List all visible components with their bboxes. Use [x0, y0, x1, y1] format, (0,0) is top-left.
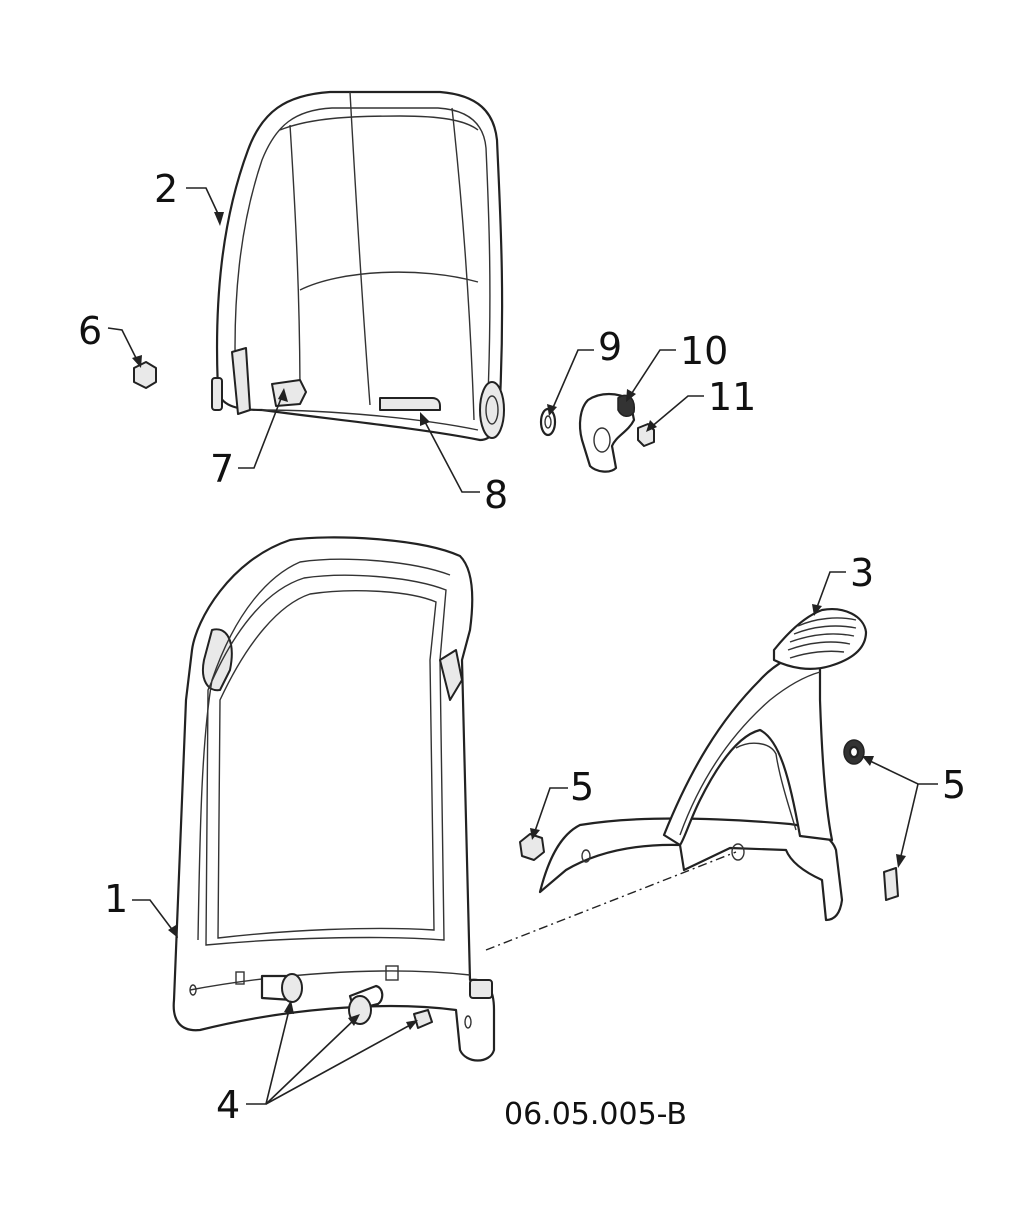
- drawing-code: 06.05.005-B: [504, 1097, 687, 1132]
- callout-8: 8: [484, 473, 508, 517]
- part-6-nut: [133, 361, 157, 389]
- part-4-fasteners: [260, 973, 433, 1029]
- callout-labels: 2 6 7 8 9 10 11 3 5 5 1 4: [78, 167, 966, 1127]
- armrest-grip-ribs: [787, 617, 857, 659]
- callout-5-right: 5: [942, 763, 966, 807]
- part-1-backrest-frame: [172, 536, 496, 1062]
- part-10-knob: [578, 392, 636, 473]
- callout-9: 9: [598, 325, 622, 369]
- callout-10: 10: [680, 329, 728, 373]
- callout-5-left: 5: [570, 765, 594, 809]
- callout-7: 7: [210, 447, 234, 491]
- callout-6: 6: [78, 309, 102, 353]
- part-5-fasteners: [519, 739, 899, 901]
- part-2-seat-back-shell: [211, 90, 505, 442]
- callout-3: 3: [850, 551, 874, 595]
- part-3-armrest: [538, 608, 868, 922]
- assembly-line: [485, 851, 737, 951]
- part-9-washer: [539, 407, 557, 437]
- leader-lines: [107, 187, 938, 1105]
- callout-4: 4: [216, 1083, 240, 1127]
- callout-11: 11: [708, 375, 756, 419]
- callout-1: 1: [104, 877, 128, 921]
- callout-2: 2: [154, 167, 178, 211]
